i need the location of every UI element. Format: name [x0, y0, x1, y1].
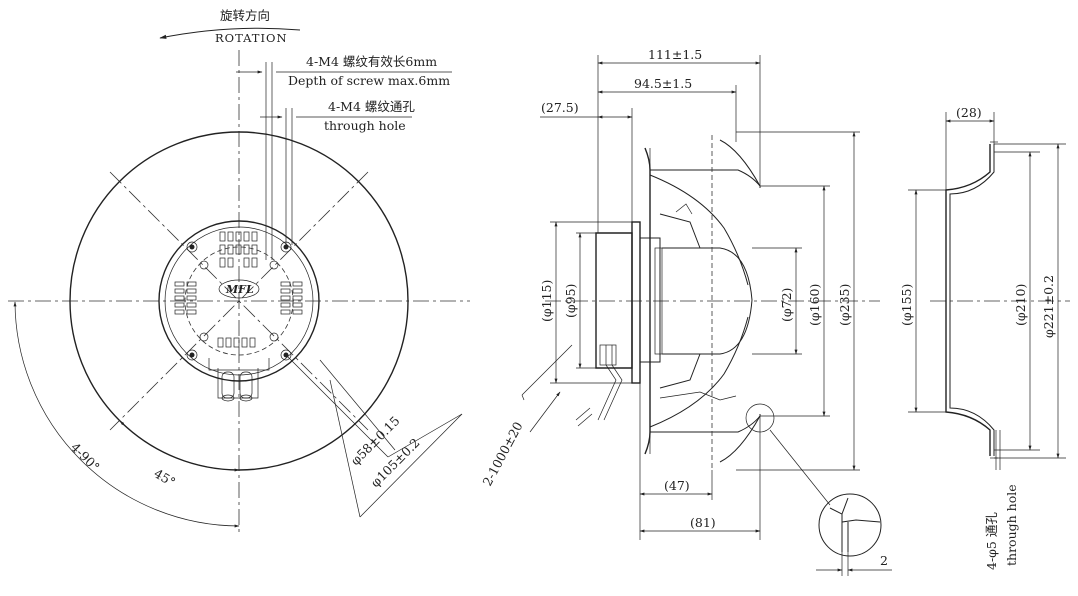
dim-111: 111±1.5: [648, 47, 702, 62]
dim-phi95: (φ95): [563, 284, 578, 318]
dim-phi72: (φ72): [779, 288, 794, 322]
dim-94-5: 94.5±1.5: [634, 76, 692, 91]
inlet-ring-profile-top: [945, 144, 991, 456]
dim-47: (47): [664, 478, 690, 493]
inlet-ring-view: (28) (φ155) (φ210) φ221±0.2 4-φ5 通孔 thro…: [899, 105, 1070, 570]
dim-phi221: φ221±0.2: [1041, 275, 1056, 338]
rotation-arrow: [159, 27, 301, 39]
side-view: 111±1.5 94.5±1.5 (27.5) (φ115) (φ95) (φ7…: [479, 47, 892, 576]
dim-phi235: (φ235): [837, 284, 852, 326]
detail-marker: [745, 403, 775, 433]
ring-hole-label-cn: 4-φ5 通孔: [984, 512, 999, 570]
dim-phi155: (φ155): [899, 284, 914, 326]
brand-logo-text: MFL: [225, 283, 254, 296]
screw-through-label-cn: 4-M4 螺纹通孔: [328, 99, 415, 114]
dim-angle-45: 45°: [152, 466, 179, 490]
screw-through-label-en: through hole: [324, 118, 406, 133]
dim-28: (28): [956, 105, 982, 120]
dim-phi160: (φ160): [807, 284, 822, 326]
dim-angle-4x90: 4-90°: [68, 440, 103, 475]
rotation-label-en: ROTATION: [215, 31, 288, 45]
motor-flange: [631, 221, 641, 384]
screw-depth-label-en: Depth of screw max.6mm: [288, 73, 450, 88]
screw-depth-label-cn: 4-M4 螺纹有效长6mm: [306, 54, 437, 69]
dim-cable-length: 2-1000±20: [479, 419, 525, 488]
dim-phi115: (φ115): [539, 280, 554, 322]
dim-27-5: (27.5): [541, 100, 579, 115]
brand-logo: MFL: [218, 279, 260, 299]
front-view: 旋转方向 ROTATION: [8, 8, 470, 532]
dim-81: (81): [690, 515, 716, 530]
angle-arc-45: [119, 420, 240, 472]
dim-2: 2: [880, 553, 888, 568]
rotation-label-cn: 旋转方向: [220, 8, 270, 23]
ring-hole-label-en: through hole: [1004, 484, 1019, 566]
angle-arc-90: [13, 301, 240, 528]
dim-phi210: (φ210): [1013, 284, 1028, 326]
detail-view: [818, 493, 882, 557]
